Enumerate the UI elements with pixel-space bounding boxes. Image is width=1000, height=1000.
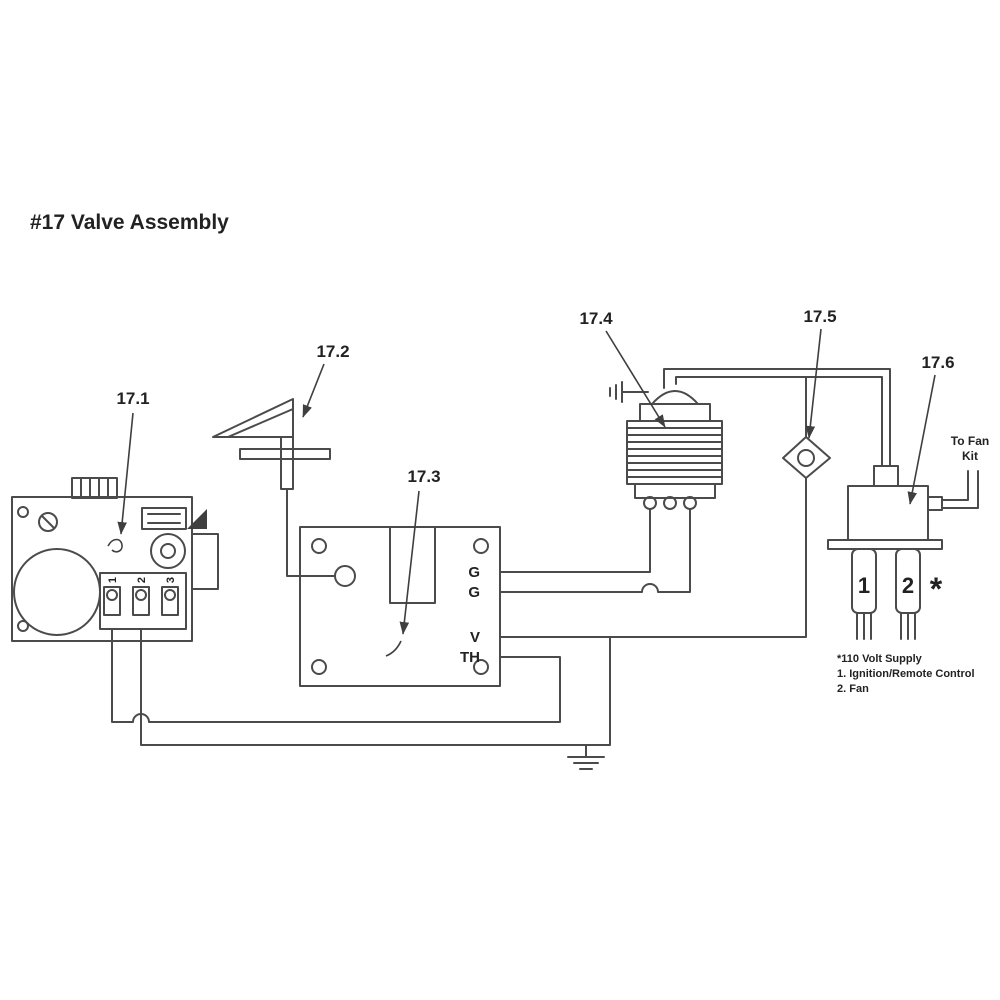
- module-terminal-th-label: TH: [460, 649, 480, 666]
- pilot-bracket: [239, 448, 331, 460]
- coil-ground-symbol: [609, 381, 649, 403]
- module-terminal-v-label: V: [470, 629, 480, 646]
- coil-pin-2: [663, 496, 677, 510]
- module-hole-top-right: [473, 538, 489, 554]
- callout-arrow-17-2: [302, 363, 325, 418]
- module-terminal-g2-label: G: [468, 584, 480, 601]
- callouts: 17.1 17.2 17.3 17.4 17.5 17.6: [116, 307, 955, 635]
- callout-17-6: 17.6: [921, 353, 954, 372]
- valve-terminal-1-screw: [103, 586, 121, 616]
- valve-screw: [38, 512, 58, 532]
- callout-arrow-17-6: [907, 374, 936, 505]
- valve-terminal-2-hole: [135, 589, 147, 601]
- coil-fins: [626, 427, 723, 478]
- valve-vent-fins: [80, 477, 109, 499]
- callout-17-4: 17.4: [579, 309, 613, 328]
- pilot-hood: [212, 398, 294, 438]
- valve-terminal-3-hole: [164, 589, 176, 601]
- module-hole-bottom-left: [311, 659, 327, 675]
- wire-v-to-operator: [499, 477, 807, 638]
- note-item-1: 1. Ignition/Remote Control: [837, 668, 975, 680]
- component-receptacle: 1 2 * To Fan Kit: [827, 434, 989, 640]
- valve-label-plate-lines: [147, 513, 181, 524]
- valve-side-tab: [191, 533, 219, 590]
- module-hole-top-left: [311, 538, 327, 554]
- pilot-electrode: [280, 436, 294, 490]
- wire-g1-to-coil: [499, 508, 651, 573]
- operator-port: [797, 449, 815, 467]
- valve-corner-wedge: [187, 509, 207, 529]
- receptacle-top-stub: [873, 465, 899, 487]
- callout-arrow-17-3: [399, 490, 420, 635]
- receptacle-base-plate: [827, 539, 943, 550]
- fan-kit-label-line1: To Fan: [951, 434, 989, 448]
- valve-terminal-1-hole: [106, 589, 118, 601]
- callout-arrow-17-5: [805, 328, 822, 439]
- valve-knob: [150, 533, 186, 569]
- module-box: [299, 526, 501, 687]
- module-terminal-g1-label: G: [468, 564, 480, 581]
- note-supply: *110 Volt Supply: [837, 653, 923, 665]
- coil-base: [634, 483, 716, 499]
- wire-valve-to-ground-run: [140, 628, 611, 746]
- wire-th-to-valve: [111, 628, 561, 723]
- valve-terminal-3-label: 3: [165, 577, 177, 583]
- plug-1-leads: [856, 612, 872, 640]
- wire-coil-to-receptacle-1: [663, 368, 891, 467]
- valve-knob-center: [160, 543, 176, 559]
- wire-pilot-to-module: [286, 488, 336, 577]
- module-switch-mark: [385, 640, 402, 657]
- fan-wire-1: [941, 470, 969, 501]
- valve-label-plate: [141, 507, 187, 530]
- coil-cap: [639, 403, 711, 422]
- component-solenoid-coil: [609, 381, 723, 510]
- wire-g2-to-coil: [499, 508, 691, 593]
- module-slot: [389, 526, 436, 604]
- plug-2-leads: [900, 612, 916, 640]
- valve-terminal-2-screw: [132, 586, 150, 616]
- pilot-flame-mark: [107, 538, 123, 553]
- valve-terminal-2-label: 2: [136, 577, 148, 583]
- valve-screw-slot: [41, 515, 55, 529]
- wire-coil-to-receptacle-2: [675, 376, 883, 467]
- receptacle-side-stub: [927, 496, 943, 511]
- plug-1-number: 1: [858, 573, 870, 598]
- receptacle-box: [847, 485, 929, 541]
- operator-body: [782, 436, 831, 479]
- ground-symbol: [567, 744, 605, 770]
- legend-notes: *110 Volt Supply 1. Ignition/Remote Cont…: [837, 653, 975, 695]
- component-control-module: G G V TH: [299, 526, 501, 687]
- supply-asterisk: *: [930, 571, 943, 607]
- plug-2-number: 2: [902, 573, 914, 598]
- fan-kit-label-line2: Kit: [962, 449, 978, 463]
- callout-arrow-17-1: [117, 412, 134, 535]
- note-item-2: 2. Fan: [837, 683, 869, 695]
- callout-17-5: 17.5: [803, 307, 836, 326]
- diagram-title: #17 Valve Assembly: [30, 211, 229, 234]
- component-pilot-assembly: [212, 398, 331, 490]
- callout-arrow-17-4: [605, 330, 666, 428]
- callout-17-3: 17.3: [407, 467, 440, 486]
- pilot-hood-inner-line: [227, 408, 294, 438]
- valve-terminal-block: [99, 572, 187, 630]
- component-gas-valve: 1 2 3: [11, 477, 219, 642]
- coil-body: [626, 420, 723, 485]
- wiring: [111, 368, 891, 770]
- fan-wire-2: [941, 470, 979, 509]
- valve-vent: [71, 477, 118, 499]
- component-valve-operator: [782, 436, 831, 479]
- callout-17-2: 17.2: [316, 342, 349, 361]
- module-ignition-post: [334, 565, 356, 587]
- valve-mount-hole-top: [17, 506, 29, 518]
- valve-terminal-1-label: 1: [107, 577, 119, 583]
- module-hole-bottom-right: [473, 659, 489, 675]
- coil-dome: [651, 390, 699, 405]
- valve-terminal-3-screw: [161, 586, 179, 616]
- callout-17-1: 17.1: [116, 389, 149, 408]
- valve-mount-hole-bottom: [17, 620, 29, 632]
